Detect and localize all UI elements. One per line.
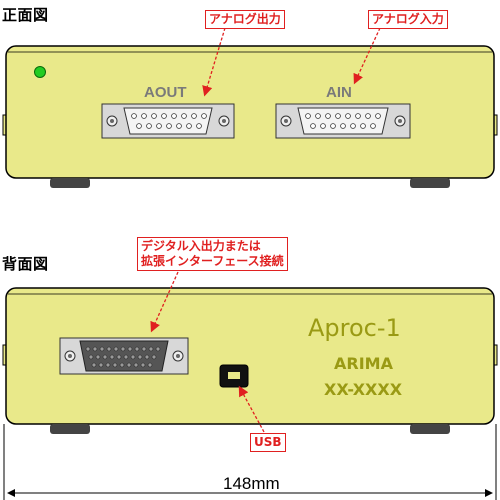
serial-number: XX-XXXX bbox=[324, 380, 403, 399]
arrow-aout bbox=[202, 27, 226, 97]
front-foot-right bbox=[410, 178, 450, 188]
front-case bbox=[5, 45, 495, 179]
callout-analog-input: アナログ入力 bbox=[368, 10, 448, 29]
aout-label: AOUT bbox=[144, 84, 187, 101]
width-dimension-label: 148mm bbox=[223, 474, 280, 493]
back-view bbox=[2, 271, 498, 500]
usb-connector bbox=[219, 364, 249, 388]
callout-digital-io-line2: 拡張インターフェース接続 bbox=[141, 254, 284, 268]
ain-label: AIN bbox=[326, 84, 352, 101]
callout-usb: USB bbox=[250, 433, 286, 452]
back-foot-left bbox=[50, 424, 90, 434]
back-case bbox=[5, 287, 495, 425]
front-foot-left bbox=[50, 178, 90, 188]
product-name: Aproc-1 bbox=[308, 314, 401, 342]
power-led bbox=[34, 66, 46, 78]
callout-analog-input-text: アナログ入力 bbox=[372, 12, 444, 26]
callout-digital-io: デジタル入出力または 拡張インターフェース接続 bbox=[137, 237, 288, 271]
callout-analog-output-text: アナログ出力 bbox=[209, 12, 281, 26]
callout-analog-output: アナログ出力 bbox=[205, 10, 285, 29]
back-view-heading: 背面図 bbox=[2, 255, 49, 273]
back-foot-right bbox=[410, 424, 450, 434]
arrow-usb bbox=[238, 385, 265, 433]
ain-connector bbox=[275, 103, 411, 139]
maker-name: ARIMA bbox=[334, 354, 393, 373]
aout-connector bbox=[101, 103, 235, 139]
arrow-digital bbox=[150, 271, 179, 333]
front-view bbox=[2, 27, 498, 188]
callout-digital-io-line1: デジタル入出力または bbox=[141, 239, 261, 253]
front-view-heading: 正面図 bbox=[2, 6, 49, 24]
digital-io-connector bbox=[59, 337, 189, 375]
callout-usb-text: USB bbox=[254, 435, 282, 449]
